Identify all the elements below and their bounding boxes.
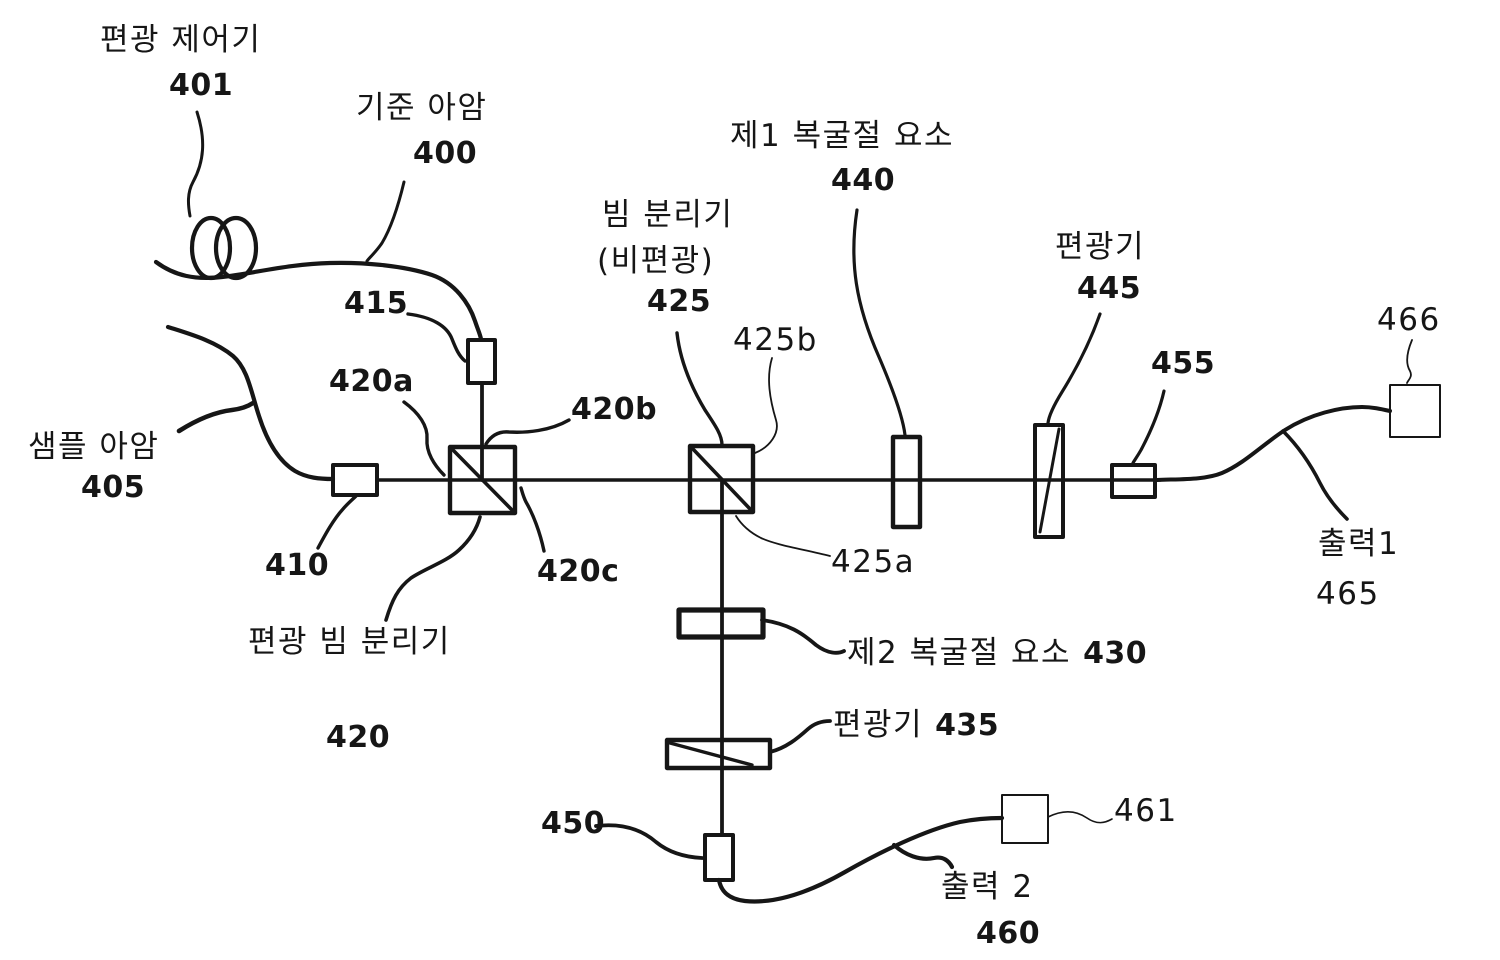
bs-425-diagonal [690, 446, 753, 512]
ref-401: 401 [169, 68, 234, 103]
leader-445 [1046, 312, 1102, 425]
fiber-reference-arm [153, 259, 484, 342]
leader-output2-label [891, 842, 955, 870]
pbs-420-diagonal [450, 447, 515, 513]
leader-420a [402, 400, 446, 477]
component-455-box [1110, 463, 1157, 499]
label-sample-arm: 샘플 아암 [28, 429, 160, 465]
leader-415 [406, 312, 467, 363]
leader-466 [1406, 339, 1413, 384]
ref-445: 445 [1077, 271, 1142, 306]
output2-terminal-461-box [1001, 794, 1049, 844]
ref-420a: 420a [329, 364, 414, 399]
polarizing-beam-splitter-420-cube [447, 444, 518, 516]
leader-440 [852, 208, 907, 437]
leader-425 [675, 331, 724, 447]
ref-465: 465 [1316, 576, 1380, 612]
fiber-output1 [1155, 405, 1392, 482]
polarizer-445-outline [1033, 423, 1065, 539]
leader-420b [484, 418, 571, 446]
fiber-sample-arm [165, 324, 336, 482]
leader-425a [735, 515, 831, 557]
label-output2: 출력 2 [941, 869, 1034, 905]
fiber-coil-polarization-controller [189, 215, 259, 281]
component-410-box [331, 463, 379, 497]
label-second-birefringent-text: 제2 복굴절 요소 [847, 635, 1072, 671]
label-reference-arm: 기준 아암 [356, 90, 488, 126]
leader-435-label [768, 719, 832, 754]
leader-sample-arm-pointer [176, 400, 256, 434]
leader-pbs-label [384, 515, 482, 622]
leader-401 [186, 110, 205, 218]
ref-460: 460 [976, 916, 1041, 951]
leader-425b [754, 357, 778, 454]
leader-output1-label [1281, 429, 1349, 521]
leader-420c [519, 486, 546, 553]
ref-410: 410 [265, 548, 330, 583]
label-polarizer-bottom-text: 편광기 [833, 707, 924, 743]
fiber-coil-loop-left [189, 215, 233, 281]
leader-410 [316, 494, 358, 550]
ref-405: 405 [81, 470, 146, 505]
output1-terminal-466-box [1389, 384, 1441, 438]
label-beam-splitter-line1: 빔 분리기 [602, 197, 734, 233]
ref-400: 400 [413, 136, 478, 171]
label-first-birefringent-element: 제1 복굴절 요소 [730, 118, 955, 154]
ref-455: 455 [1151, 346, 1216, 381]
ref-461: 461 [1114, 793, 1178, 829]
leader-455 [1131, 389, 1166, 465]
pbs-420-outline [447, 444, 518, 516]
ref-440: 440 [831, 163, 896, 198]
label-polarizer-top: 편광기 [1055, 229, 1146, 265]
fiber-output2 [716, 815, 1005, 904]
fiber-coil-loop-right [213, 215, 259, 281]
ref-425: 425 [647, 284, 712, 319]
ref-420: 420 [326, 720, 391, 755]
leader-400 [365, 180, 406, 263]
label-polarization-controller: 편광 제어기 [100, 22, 262, 58]
label-output1: 출력1 [1318, 526, 1400, 562]
birefringent-element-430-box [676, 607, 766, 640]
polarizer-435-outline [664, 737, 773, 771]
polarizer-435-element [664, 737, 773, 771]
label-polarizing-beam-splitter: 편광 빔 분리기 [248, 624, 451, 660]
ref-466: 466 [1377, 302, 1441, 338]
polarizer-445-diagonal [1038, 427, 1061, 534]
ref-425a: 425a [831, 544, 916, 580]
leader-430-label [760, 618, 846, 655]
label-second-birefringent-element: 제2 복굴절 요소 430 [847, 637, 1147, 670]
label-beam-splitter-line2: (비편광) [597, 243, 715, 279]
polarizer-445-element [1033, 423, 1065, 539]
ref-420c: 420c [537, 554, 620, 589]
birefringent-element-440-box [890, 434, 923, 530]
component-450-box [703, 833, 735, 882]
ref-430: 430 [1083, 636, 1148, 671]
ref-425b: 425b [733, 322, 818, 358]
label-polarizer-bottom: 편광기 435 [833, 709, 999, 742]
ref-450: 450 [541, 806, 606, 841]
leader-450 [594, 823, 704, 860]
component-415-box [466, 338, 497, 385]
ref-415: 415 [344, 286, 409, 321]
leader-461 [1047, 811, 1113, 824]
ref-435: 435 [935, 708, 1000, 743]
polarizer-435-diagonal [668, 741, 754, 767]
ref-420b: 420b [571, 392, 658, 427]
